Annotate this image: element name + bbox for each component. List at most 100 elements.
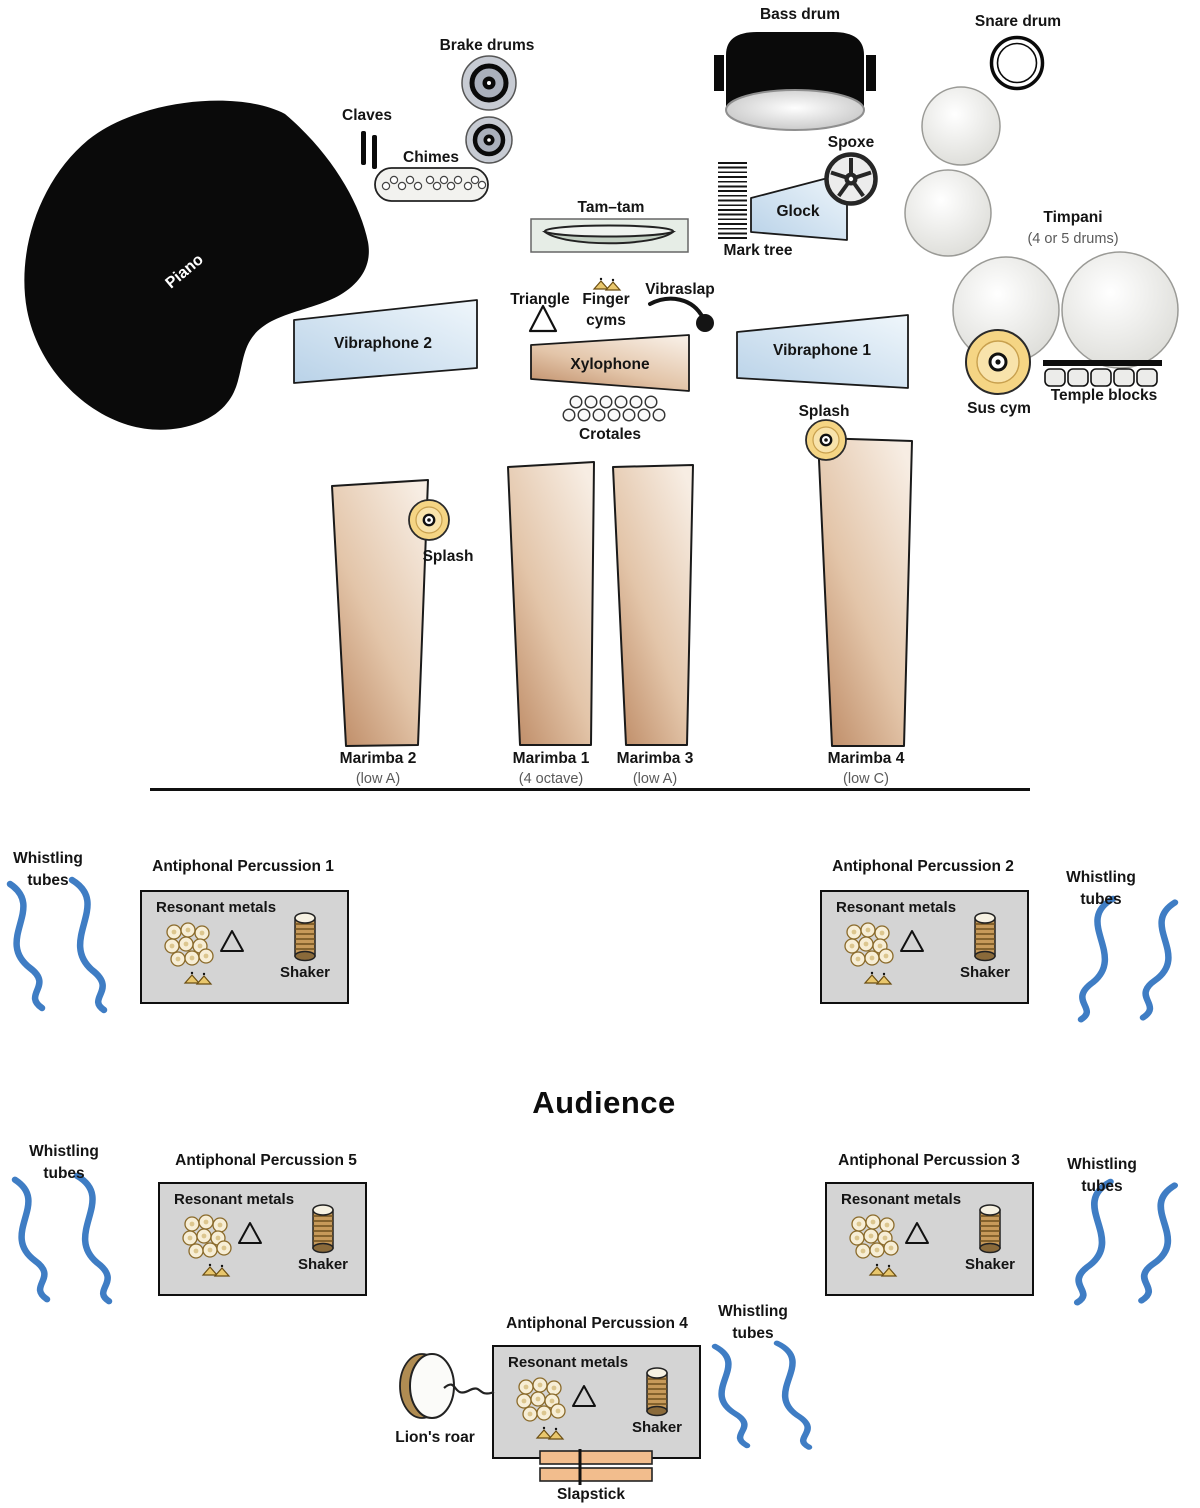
marimba-1-sub-label: (4 octave) <box>518 771 584 787</box>
shaker-label: Shaker <box>279 964 331 981</box>
finger-cymbals-icon <box>868 1263 898 1277</box>
marimba-4-label: Marimba 4 <box>827 750 905 767</box>
slapstick-label: Slapstick <box>556 1486 626 1503</box>
marimba-2-label: Marimba 2 <box>339 750 417 767</box>
marimba-4-sub-label: (low C) <box>843 771 889 787</box>
marimba-3-label: Marimba 3 <box>616 750 694 767</box>
claves-label: Claves <box>342 107 392 124</box>
stage-divider-line <box>150 788 1030 791</box>
vibraphone-1-label: Vibraphone 1 <box>773 342 871 359</box>
whistling-tubes-label-line2: tubes <box>43 1165 85 1182</box>
resonant-metals-label: Resonant metals <box>508 1354 629 1371</box>
shaker-icon <box>979 1204 1001 1254</box>
marimba-2-sub-label: (low A) <box>355 771 401 787</box>
marimba-1-label: Marimba 1 <box>512 750 590 767</box>
antiphonal-2-title: Antiphonal Percussion 2 <box>832 858 1014 875</box>
finger-cymbals-icon <box>592 277 622 291</box>
resonant-metals-cluster-icon <box>516 1377 566 1422</box>
triangle-icon <box>900 930 924 952</box>
finger-cymbals-icon <box>863 971 893 985</box>
resonant-metals-cluster-icon <box>849 1214 899 1259</box>
marimba-2-shape <box>331 479 429 747</box>
vibraphone-2-label: Vibraphone 2 <box>334 335 432 352</box>
finger-cyms-label-line1: Finger <box>582 291 630 308</box>
sus-cym-label: Sus cym <box>967 400 1031 417</box>
snare-drum-icon <box>989 35 1045 91</box>
spoxe-label: Spoxe <box>827 134 875 151</box>
crotales-label: Crotales <box>578 426 642 443</box>
xylophone-label: Xylophone <box>570 356 650 373</box>
suspended-cymbal-icon <box>965 329 1031 395</box>
shaker-label: Shaker <box>297 1256 349 1273</box>
xylophone-shape <box>530 334 690 392</box>
bass-drum-label: Bass drum <box>759 6 841 23</box>
whistling-tubes-icon <box>1077 895 1179 1023</box>
resonant-metals-cluster-icon <box>182 1214 232 1259</box>
antiphonal-5-box: Resonant metals <box>158 1182 367 1296</box>
triangle-icon <box>528 304 558 333</box>
antiphonal-2-box: Resonant metals <box>820 890 1029 1004</box>
mark-tree-label: Mark tree <box>723 242 793 259</box>
vibraphone-2-shape <box>293 299 478 384</box>
whistling-tubes-icon <box>1073 1178 1179 1306</box>
whistling-tubes-label-line2: tubes <box>732 1325 774 1342</box>
whistling-tubes-icon <box>6 876 108 1014</box>
triangle-icon <box>220 930 244 952</box>
triangle-icon <box>572 1385 596 1407</box>
resonant-metals-label: Resonant metals <box>174 1191 295 1208</box>
resonant-metals-label: Resonant metals <box>841 1191 962 1208</box>
snare-drum-label: Snare drum <box>974 13 1062 30</box>
temple-blocks-label: Temple blocks <box>1050 387 1158 404</box>
triangle-label: Triangle <box>510 291 570 308</box>
finger-cymbals-icon <box>183 971 213 985</box>
whistling-tubes-label-line1: Whistling <box>29 1143 99 1160</box>
finger-cymbals-icon <box>535 1426 565 1440</box>
splash-label: Splash <box>422 548 474 565</box>
temple-blocks-icon <box>1043 360 1162 387</box>
shaker-label: Shaker <box>631 1419 683 1436</box>
antiphonal-5-title: Antiphonal Percussion 5 <box>175 1152 357 1169</box>
clave-icon <box>372 135 377 169</box>
whistling-tubes-label-line2: tubes <box>1080 891 1122 908</box>
marimba-1-shape <box>507 461 595 746</box>
whistling-tubes-icon <box>711 1340 813 1450</box>
resonant-metals-label: Resonant metals <box>836 899 957 916</box>
mark-tree-icon <box>718 162 747 242</box>
resonant-metals-label: Resonant metals <box>156 899 277 916</box>
splash-label: Splash <box>798 403 850 420</box>
chimes-icon <box>374 167 489 202</box>
whistling-tubes-icon <box>11 1172 113 1305</box>
timpani-label: Timpani <box>1043 209 1103 226</box>
shaker-label: Shaker <box>964 1256 1016 1273</box>
antiphonal-3-title: Antiphonal Percussion 3 <box>838 1152 1020 1169</box>
antiphonal-3-box: Resonant metals <box>825 1182 1034 1296</box>
clave-icon <box>361 131 366 165</box>
chimes-label: Chimes <box>403 149 459 166</box>
vibraslap-icon <box>648 296 714 332</box>
whistling-tubes-label-line1: Whistling <box>1066 869 1136 886</box>
tam-tam-icon <box>530 218 689 253</box>
antiphonal-4-box: Resonant metals <box>492 1345 701 1459</box>
piano-shape <box>24 100 369 430</box>
finger-cymbals-icon <box>201 1263 231 1277</box>
glock-label: Glock <box>776 203 820 220</box>
marimba-4-shape <box>817 437 913 747</box>
crotales-icon <box>562 395 666 422</box>
splash-cymbal-icon <box>408 499 450 541</box>
glockenspiel-shape <box>750 172 848 241</box>
tam-tam-label: Tam–tam <box>577 199 645 216</box>
shaker-label: Shaker <box>959 964 1011 981</box>
shaker-icon <box>646 1367 668 1417</box>
splash-cymbal-icon <box>805 419 847 461</box>
slapstick-icon <box>539 1449 653 1485</box>
vibraslap-label: Vibraslap <box>645 281 715 298</box>
antiphonal-4-title: Antiphonal Percussion 4 <box>506 1315 688 1332</box>
lions-roar-label: Lion's roar <box>395 1429 475 1446</box>
whistling-tubes-label-line1: Whistling <box>13 850 83 867</box>
whistling-tubes-label-line1: Whistling <box>718 1303 788 1320</box>
resonant-metals-cluster-icon <box>844 922 894 967</box>
spoxe-icon <box>824 152 878 206</box>
shaker-icon <box>974 912 996 962</box>
triangle-icon <box>238 1222 262 1244</box>
